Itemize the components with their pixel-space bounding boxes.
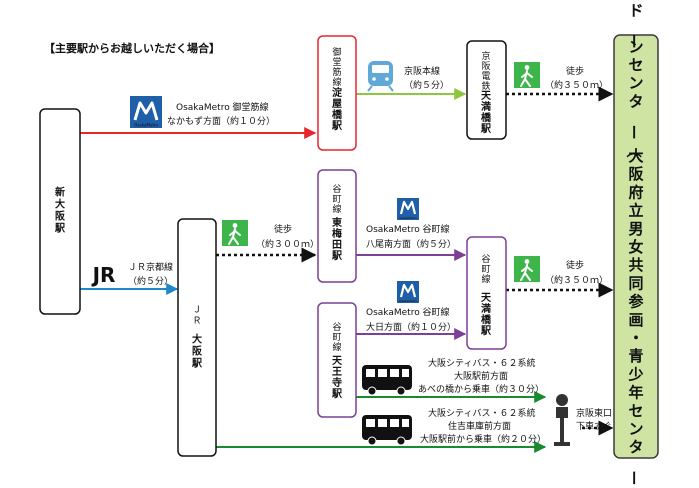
temmabashi-tanimachi-line-name: 谷町線 bbox=[481, 254, 490, 285]
bus-abeno-label-line1: 大阪シティバス・６２系統 bbox=[428, 357, 535, 369]
bus-stop-note: 下車すぐ bbox=[576, 420, 612, 432]
walk-top-label-line1: 徒歩 bbox=[566, 65, 584, 77]
yodoyabashi-station-name: 淀屋橋駅 bbox=[331, 86, 343, 132]
osaka-metro-logo: OsakaMetro bbox=[397, 198, 419, 220]
train-icon bbox=[367, 61, 394, 92]
osaka-metro-logo: OsakaMetro bbox=[397, 281, 419, 303]
destination-box bbox=[613, 34, 659, 459]
walk-umeda-label-line2: （約３００ｍ） bbox=[256, 238, 319, 250]
osaka-metro-logo-text: OsakaMetro bbox=[134, 123, 158, 128]
jr-kyoto-label-line1: ＪＲ京都線 bbox=[128, 261, 173, 273]
osaka-metro-logo-text: OsakaMetro bbox=[399, 299, 417, 303]
jr-logo-text: JR bbox=[91, 263, 116, 287]
jr-logo: JR bbox=[85, 262, 123, 287]
higashi-umeda-station-name: 東梅田駅 bbox=[331, 216, 343, 262]
keihan-label-line2: （約５分） bbox=[404, 79, 449, 91]
walk-sign-icon bbox=[514, 62, 540, 88]
jr-osaka-line-name: ＪＲ bbox=[192, 306, 201, 327]
shin-osaka-station-box bbox=[39, 108, 81, 315]
higashi-umeda-station-box bbox=[317, 169, 357, 283]
tanimachi-south-label-line1: OsakaMetro 谷町線 bbox=[366, 306, 450, 318]
walk-mid-label-line1: 徒歩 bbox=[566, 259, 584, 271]
osaka-metro-logo-text: OsakaMetro bbox=[399, 216, 417, 220]
walk-sign-icon bbox=[514, 256, 540, 282]
walk-mid-label-line2: （約３５０ｍ） bbox=[545, 274, 608, 286]
temmabashi-keihan-line-name: 京阪電鉄 bbox=[481, 50, 490, 92]
bus-osaka-label-line2: 住吉車庫前方面 bbox=[448, 420, 511, 432]
tennoji-station-name: 天王寺駅 bbox=[331, 355, 343, 400]
walk-sign-icon bbox=[222, 220, 248, 246]
tanimachi-south-label-line2: 大日方面（約１０分） bbox=[366, 321, 456, 333]
midosuji-label-line1: OsakaMetro 御堂筋線 bbox=[176, 101, 269, 113]
bus-icon bbox=[362, 415, 412, 446]
temmabashi-keihan-station-box bbox=[466, 40, 507, 140]
higashi-umeda-line-name: 谷町線 bbox=[332, 184, 341, 215]
tennoji-station-box bbox=[317, 302, 357, 418]
bus-osaka-label-line3: 大阪駅前から乗車（約２０分） bbox=[420, 433, 546, 445]
yodoyabashi-station-box bbox=[317, 35, 357, 151]
jr-osaka-station-name: 大阪駅 bbox=[191, 333, 203, 370]
osaka-metro-logo: OsakaMetro bbox=[130, 96, 162, 128]
bus-icon bbox=[362, 365, 412, 396]
jr-kyoto-label-line2: （約５分） bbox=[128, 275, 173, 287]
tanimachi-north-label-line1: OsakaMetro 谷町線 bbox=[366, 223, 450, 235]
walk-top-label-line2: （約３５０ｍ） bbox=[545, 79, 608, 91]
bus-abeno-label-line2: 大阪駅前方面 bbox=[454, 370, 508, 382]
temmabashi-tanimachi-station-box bbox=[466, 236, 507, 350]
tanimachi-north-label-line2: 八尾南方面（約５分） bbox=[366, 238, 456, 250]
page-heading: 【主要駅からお越しいただく場合】 bbox=[44, 41, 220, 55]
bus-stop-icon bbox=[554, 394, 570, 446]
yodoyabashi-line-name: 御堂筋線 bbox=[332, 46, 341, 88]
tennoji-line-name: 谷町線 bbox=[332, 322, 341, 353]
midosuji-label-line2: なかもず方面（約１０分） bbox=[167, 115, 275, 127]
temmabashi-tanimachi-station-name: 天満橋駅 bbox=[480, 292, 492, 337]
bus-osaka-label-line1: 大阪シティバス・６２系統 bbox=[428, 407, 535, 419]
bus-abeno-label-line3: あべの橋から乗車（約３０分） bbox=[418, 383, 544, 395]
shin-osaka-station-name: 新大阪駅 bbox=[54, 186, 66, 235]
temmabashi-keihan-station-name: 天満橋駅 bbox=[480, 90, 492, 135]
jr-osaka-station-box bbox=[177, 218, 217, 457]
walk-umeda-label-line1: 徒歩 bbox=[274, 223, 292, 235]
keihan-label-line1: 京阪本線 bbox=[404, 65, 440, 77]
destination-name: ドーンセンター（大阪府立男女共同参画・青少年センター） bbox=[624, 1, 644, 488]
bus-stop-name: 京阪東口 bbox=[576, 407, 612, 419]
